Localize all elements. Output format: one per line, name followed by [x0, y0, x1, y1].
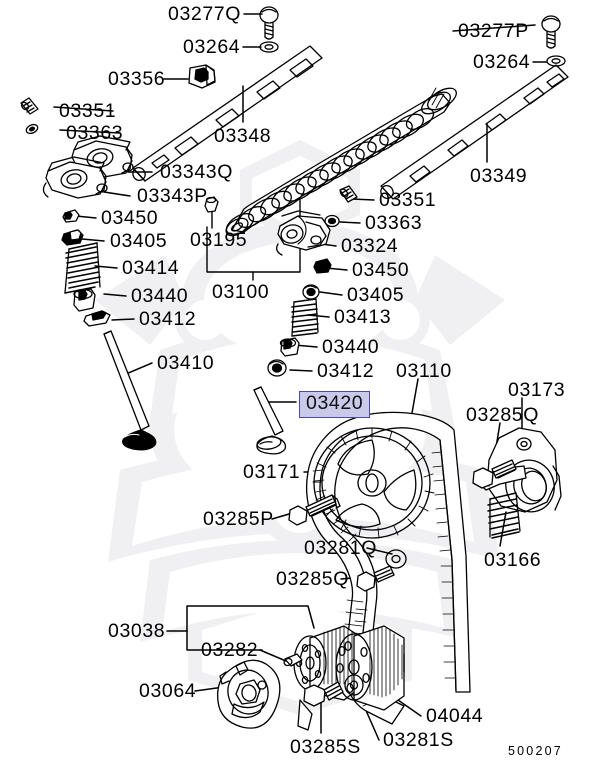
oil-pump-plate-03064: [217, 659, 281, 729]
part-label-03412[interactable]: 03412: [139, 308, 197, 330]
washer-03264-right: [546, 55, 566, 67]
rocker-arm-03343p: [42, 156, 108, 199]
part-label-03405[interactable]: 03405: [347, 284, 405, 306]
washer-03281s: [344, 674, 364, 696]
part-label-03264[interactable]: 03264: [183, 36, 241, 58]
valve-03410: [103, 330, 157, 451]
bolt-03285q-lower: [356, 565, 395, 592]
part-label-03410[interactable]: 03410: [157, 352, 215, 374]
rocker-shaft-03349: [380, 64, 569, 200]
part-label-03285Q[interactable]: 03285Q: [276, 568, 349, 590]
bolt-03285p: [288, 494, 341, 526]
nut-03363-left: [25, 123, 39, 135]
part-label-03351[interactable]: 03351: [379, 189, 437, 211]
part-label-03450[interactable]: 03450: [352, 259, 410, 281]
valve-spring-03414: [64, 242, 101, 294]
part-label-03363[interactable]: 03363: [365, 212, 423, 234]
retainer-03450-left: [62, 209, 80, 223]
aux-sprocket-silhouette: [297, 699, 313, 731]
part-label-03100[interactable]: 03100: [212, 281, 270, 303]
bolt-03277p: [541, 15, 561, 49]
part-label-03405[interactable]: 03405: [110, 230, 168, 252]
part-label-03348[interactable]: 03348: [214, 125, 272, 147]
part-label-03064[interactable]: 03064: [139, 680, 197, 702]
valve-spring-03413: [291, 298, 319, 337]
part-label-03277Q[interactable]: 03277Q: [168, 3, 241, 25]
camshaft-sprocket-03171: [312, 427, 435, 539]
part-label-03440[interactable]: 03440: [322, 336, 380, 358]
cotter-03405-right: [302, 284, 320, 300]
spring-seat-03440-left: [73, 288, 96, 312]
rocker-shaft-03348: [132, 45, 323, 182]
part-label-03282[interactable]: 03282: [201, 639, 259, 661]
part-label-03343Q[interactable]: 03343Q: [160, 161, 233, 183]
spacer-03351-left: [20, 97, 39, 115]
part-label-03277P[interactable]: 03277P: [458, 20, 529, 42]
tensioner-spring-03166: [487, 492, 521, 539]
washer-03264-left: [259, 41, 279, 53]
part-label-03281S[interactable]: 03281S: [383, 729, 454, 751]
key-03282: [283, 653, 303, 667]
part-label-03356[interactable]: 03356: [108, 68, 166, 90]
camshaft-03100: [225, 87, 457, 237]
nut-03363-right: [324, 214, 340, 228]
part-label-03285Q[interactable]: 03285Q: [466, 404, 539, 426]
part-label-03351[interactable]: 03351: [59, 100, 117, 122]
bolt-03285s: [303, 681, 344, 707]
retainer-03450-right: [313, 258, 332, 274]
part-label-03173[interactable]: 03173: [508, 379, 566, 401]
spacer-03351-right: [339, 185, 358, 203]
part-label-03363[interactable]: 03363: [66, 122, 124, 144]
part-label-03349[interactable]: 03349: [470, 165, 528, 187]
valve-stem-seal-03412-right: [267, 359, 287, 377]
part-label-03166[interactable]: 03166: [484, 549, 542, 571]
part-label-03324[interactable]: 03324: [341, 235, 399, 257]
part-label-03195[interactable]: 03195: [190, 229, 248, 251]
part-label-03281Q[interactable]: 03281Q: [304, 537, 377, 559]
cotter-03405-left: [61, 229, 84, 246]
part-label-03038[interactable]: 03038: [108, 620, 166, 642]
part-label-03171[interactable]: 03171: [243, 461, 301, 483]
part-label-04044[interactable]: 04044: [426, 705, 484, 727]
retainer-03356: [188, 64, 216, 89]
washer-03281q: [385, 549, 407, 569]
camshaft-end-flange: [421, 87, 457, 115]
bolt-03277q: [259, 6, 279, 40]
pin-03195: [204, 196, 219, 213]
part-label-03440[interactable]: 03440: [131, 285, 189, 307]
bolt-03285q-tensioner: [472, 459, 517, 489]
rocker-arm-03324: [276, 210, 331, 256]
drawing-number: 500207: [508, 744, 563, 758]
part-label-03285P[interactable]: 03285P: [203, 508, 274, 530]
part-label-03343P[interactable]: 03343P: [137, 185, 208, 207]
part-label-highlighted-03420[interactable]: 03420: [299, 391, 371, 418]
part-label-03110[interactable]: 03110: [396, 360, 452, 382]
part-label-03264[interactable]: 03264: [473, 51, 531, 73]
spring-seat-03440-right: [279, 337, 300, 357]
part-label-03285S[interactable]: 03285S: [290, 736, 361, 758]
part-label-03413[interactable]: 03413: [334, 306, 392, 328]
valve-stem-seal-03412-left: [83, 310, 111, 327]
crank-sprocket-04044: [335, 625, 405, 711]
part-label-03414[interactable]: 03414: [122, 257, 180, 279]
part-label-03450[interactable]: 03450: [101, 207, 159, 229]
valve-03420: [253, 386, 287, 455]
part-label-03412[interactable]: 03412: [317, 360, 375, 382]
